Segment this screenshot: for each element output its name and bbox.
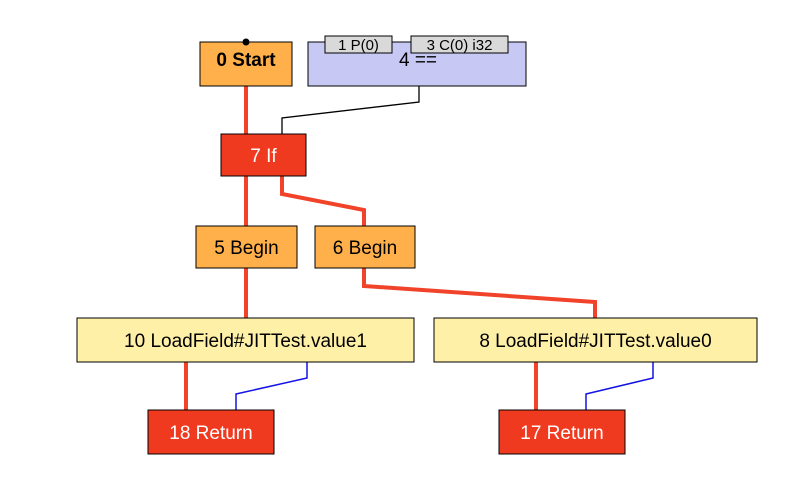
node-begin-6[interactable]: 6 Begin [314, 225, 416, 269]
input-tab-p0-label: 1 P(0) [338, 37, 379, 54]
node-start-label: 0 Start [216, 50, 276, 71]
input-tab-c0-label: 3 C(0) i32 [427, 37, 493, 54]
node-begin-5-label: 5 Begin [214, 238, 278, 259]
node-return-18[interactable]: 18 Return [147, 409, 275, 455]
node-return-17[interactable]: 17 Return [498, 409, 626, 455]
node-compare-label: 4 == [399, 50, 437, 71]
node-return-18-label: 18 Return [169, 423, 252, 444]
input-tab-c0[interactable]: 3 C(0) i32 [410, 35, 509, 54]
node-if-label: 7 If [250, 146, 277, 167]
node-loadfield-value1[interactable]: 10 LoadField#JITTest.value1 [76, 317, 415, 363]
start-anchor-dot [242, 38, 250, 46]
edge-load0-value-to-return17 [585, 362, 654, 410]
edge-begin6-to-load0 [362, 268, 597, 318]
edges [184, 86, 654, 410]
node-begin-5[interactable]: 5 Begin [195, 225, 298, 269]
node-loadfield-value0-label: 8 LoadField#JITTest.value0 [479, 331, 711, 352]
edge-compare-to-if [281, 86, 420, 134]
node-compare[interactable]: 4 == 1 P(0) 3 C(0) i32 [307, 35, 527, 87]
node-loadfield-value1-label: 10 LoadField#JITTest.value1 [124, 331, 367, 352]
edge-load1-value-to-return18 [235, 362, 308, 410]
edge-if-to-begin6 [280, 176, 366, 226]
node-return-17-label: 17 Return [520, 423, 603, 444]
node-loadfield-value0[interactable]: 8 LoadField#JITTest.value0 [433, 317, 758, 363]
node-begin-6-label: 6 Begin [333, 238, 397, 259]
input-tab-p0[interactable]: 1 P(0) [324, 35, 393, 54]
node-start[interactable]: 0 Start [199, 38, 293, 87]
node-if[interactable]: 7 If [220, 133, 307, 177]
